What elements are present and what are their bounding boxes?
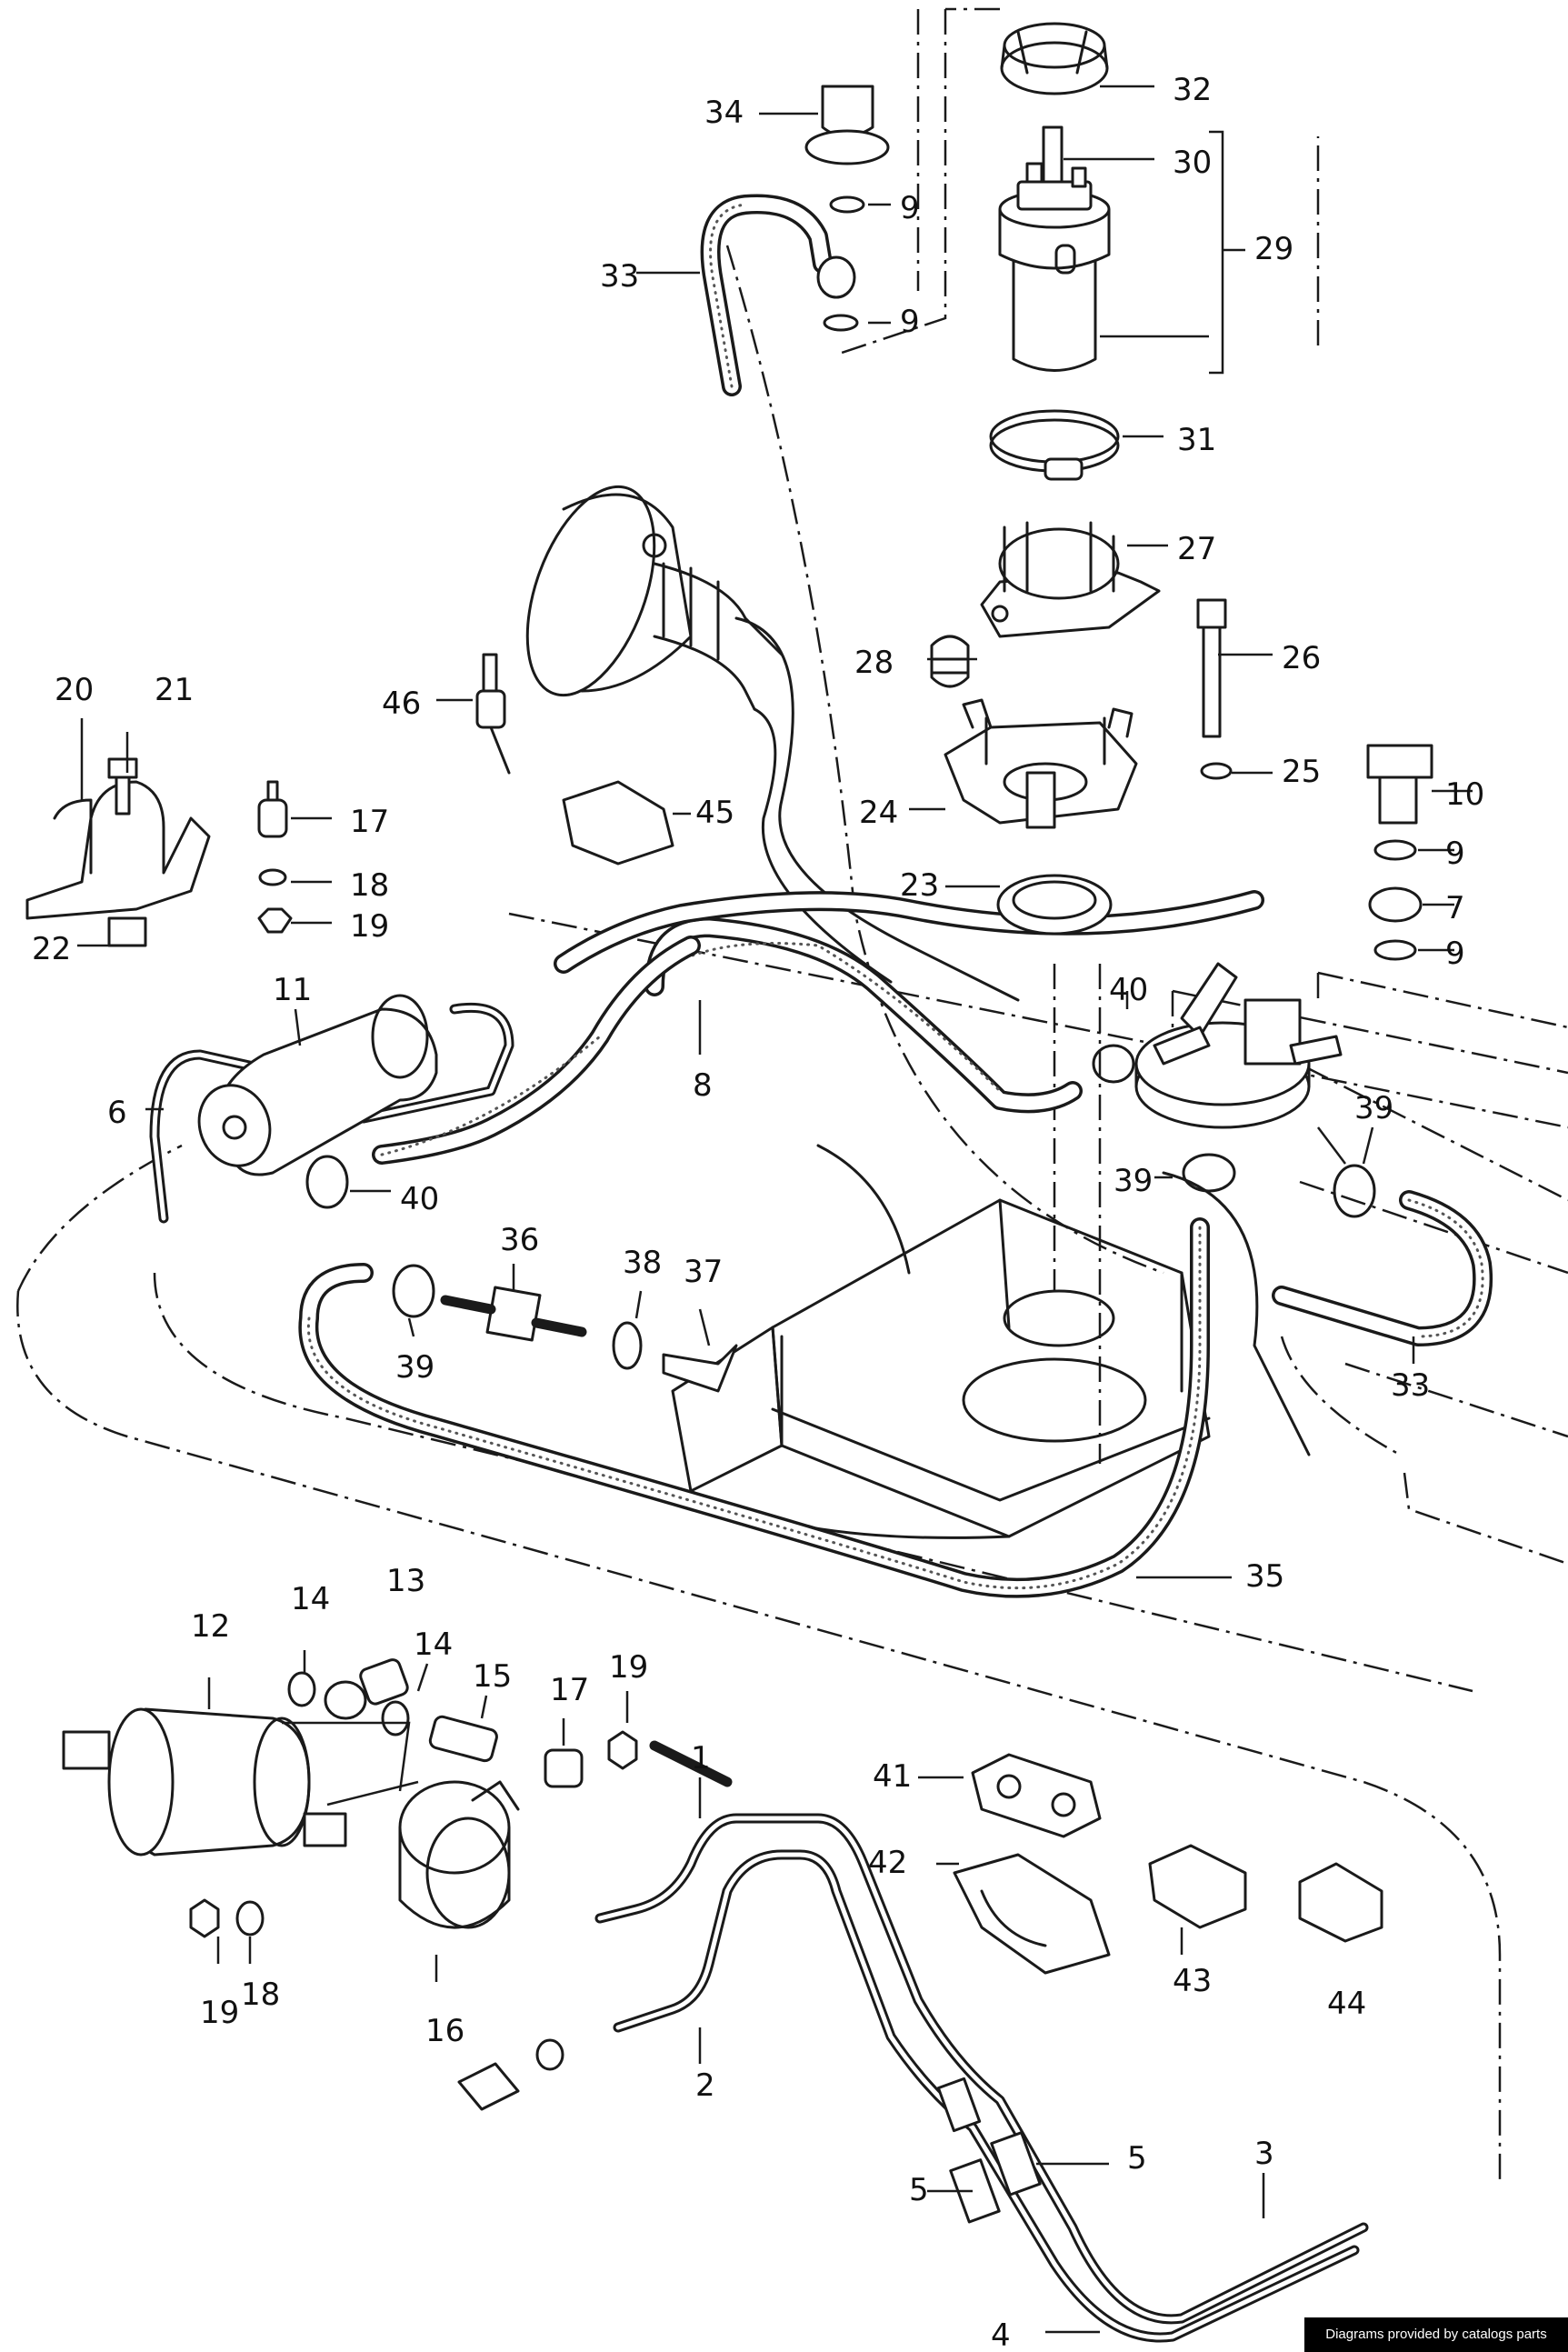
label-17a: 17 xyxy=(350,804,389,840)
label-7: 7 xyxy=(1445,890,1465,926)
label-29: 29 xyxy=(1254,231,1293,267)
filter-bracket xyxy=(398,1780,520,1929)
label-45: 45 xyxy=(695,795,734,831)
label-38: 38 xyxy=(623,1245,662,1281)
label-16: 16 xyxy=(425,2013,464,2049)
mounting-bracket xyxy=(944,698,1138,829)
bolt xyxy=(1196,598,1233,780)
pipe-clips xyxy=(953,1753,1383,1975)
label-31: 31 xyxy=(1177,422,1216,458)
label-12: 12 xyxy=(191,1608,230,1645)
label-40b: 40 xyxy=(400,1181,439,1217)
fuel-filter-lower xyxy=(62,1707,347,1857)
label-41: 41 xyxy=(873,1758,912,1795)
label-9b: 9 xyxy=(900,304,920,340)
label-37: 37 xyxy=(684,1254,723,1290)
watermark: Diagrams provided by catalogs parts xyxy=(1304,2317,1568,2352)
fuel-pump xyxy=(998,125,1111,372)
pump-flange xyxy=(980,521,1161,638)
label-33a: 33 xyxy=(600,258,639,295)
seal-ring xyxy=(996,874,1113,936)
label-32: 32 xyxy=(1173,72,1212,108)
label-19b: 19 xyxy=(609,1649,648,1686)
label-5a: 5 xyxy=(1127,2140,1147,2177)
label-33b: 33 xyxy=(1391,1367,1430,1404)
label-1: 1 xyxy=(691,1740,711,1777)
hose-clamp xyxy=(989,409,1120,481)
label-17b: 17 xyxy=(550,1672,589,1708)
label-43: 43 xyxy=(1173,1963,1212,1999)
tank-sender-unit xyxy=(1134,962,1343,1129)
label-3: 3 xyxy=(1254,2136,1274,2172)
label-18b: 18 xyxy=(241,1977,280,2013)
label-13: 13 xyxy=(386,1563,425,1599)
label-25: 25 xyxy=(1282,754,1321,790)
label-5b: 5 xyxy=(909,2172,929,2208)
label-21: 21 xyxy=(155,672,194,708)
label-9a: 9 xyxy=(900,190,920,226)
label-39a: 39 xyxy=(395,1349,434,1386)
locking-ring xyxy=(1000,22,1109,95)
fuel-pipes xyxy=(149,1002,1369,2343)
fuel-tank xyxy=(671,1144,1311,1539)
label-10: 10 xyxy=(1445,776,1484,813)
rubber-grommet xyxy=(930,635,970,688)
label-46: 46 xyxy=(382,686,421,722)
label-36: 36 xyxy=(500,1222,539,1258)
label-8: 8 xyxy=(693,1067,713,1104)
label-4: 4 xyxy=(991,2317,1011,2352)
label-19c: 19 xyxy=(200,1995,239,2031)
label-9d: 9 xyxy=(1445,936,1465,972)
label-9c: 9 xyxy=(1445,836,1465,872)
label-15: 15 xyxy=(473,1658,512,1695)
label-30: 30 xyxy=(1173,145,1212,181)
label-24: 24 xyxy=(859,795,898,831)
part-labels: 1 2 3 4 5 5 6 7 8 9 9 9 9 10 11 12 13 14… xyxy=(32,72,1484,2352)
label-44: 44 xyxy=(1327,1986,1366,2022)
label-23: 23 xyxy=(900,867,939,904)
label-2: 2 xyxy=(695,2067,715,2104)
label-35: 35 xyxy=(1245,1558,1284,1595)
label-42: 42 xyxy=(868,1845,907,1881)
label-34: 34 xyxy=(704,95,744,131)
label-6: 6 xyxy=(107,1095,127,1131)
label-39c: 39 xyxy=(1354,1090,1393,1126)
label-26: 26 xyxy=(1282,640,1321,676)
bracket-assembly xyxy=(25,757,211,947)
leader-lines xyxy=(77,85,1473,2334)
label-11: 11 xyxy=(273,972,312,1008)
label-28: 28 xyxy=(854,645,894,681)
label-39b: 39 xyxy=(1114,1163,1153,1199)
label-20: 20 xyxy=(55,672,94,708)
label-27: 27 xyxy=(1177,531,1216,567)
small-fittings xyxy=(189,85,1433,2224)
fuel-filter-upper xyxy=(197,994,438,1176)
label-14a: 14 xyxy=(291,1581,330,1617)
label-22: 22 xyxy=(32,931,71,967)
hoses xyxy=(298,194,1493,1598)
label-40a: 40 xyxy=(1109,972,1148,1008)
label-19a: 19 xyxy=(350,908,389,945)
label-14b: 14 xyxy=(414,1626,453,1663)
label-18a: 18 xyxy=(350,867,389,904)
